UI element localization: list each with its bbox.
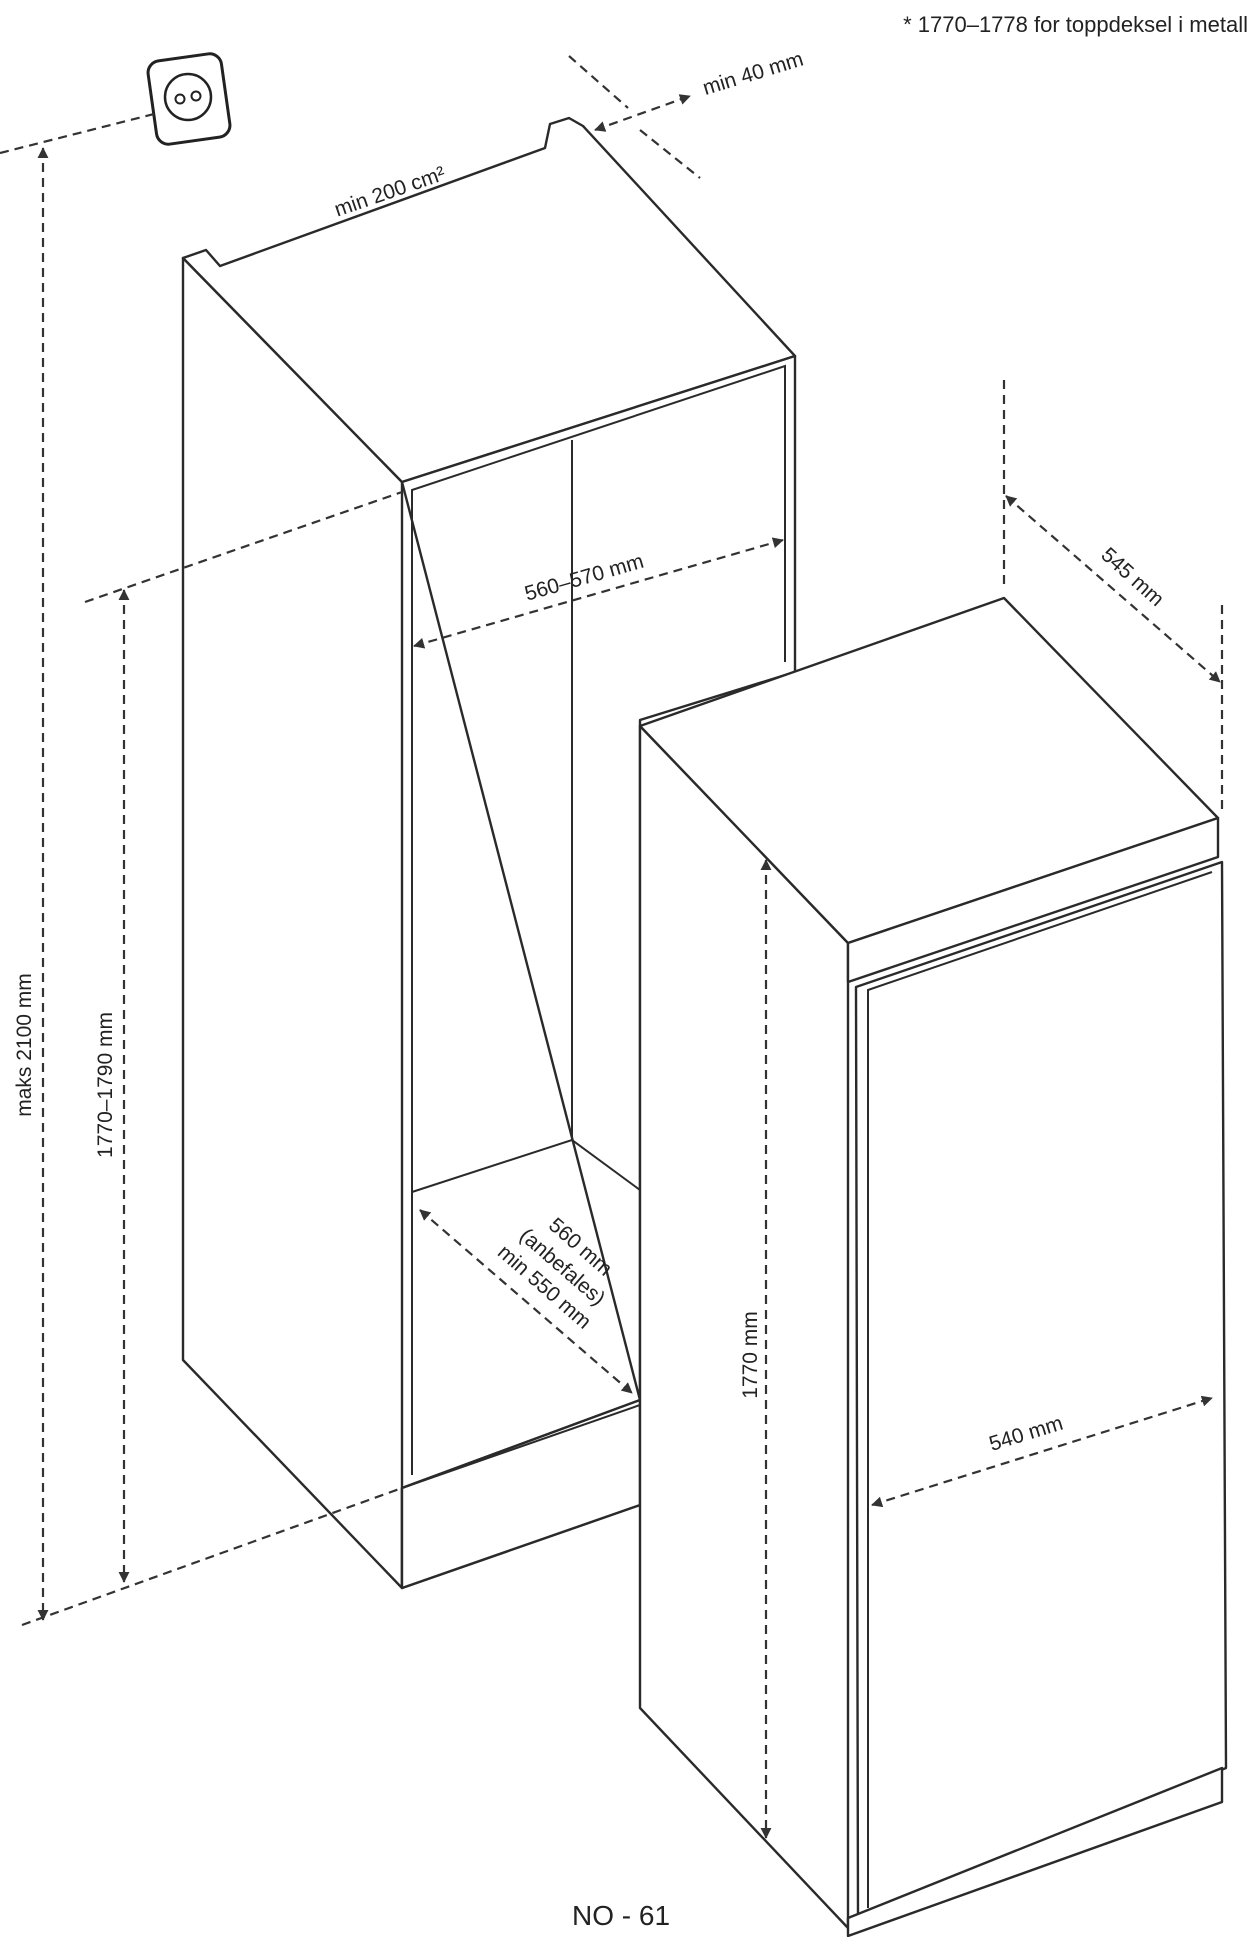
- appliance-base-strip: [846, 1766, 1224, 1937]
- niche-height-reference-top: [84, 490, 403, 604]
- plinth-top-edge: [401, 1404, 641, 1489]
- niche-floor: [411, 1138, 641, 1193]
- niche-depth-dimension: [419, 1209, 633, 1394]
- power-socket-icon: [146, 52, 232, 146]
- appliance: [638, 596, 1228, 1937]
- appliance-door: [854, 860, 1228, 1920]
- top-gap-label: min 40 mm: [700, 48, 806, 100]
- appliance-door-inner: [867, 871, 1213, 1908]
- appliance-height-label: 1770 mm: [739, 1311, 762, 1399]
- cabinet-plinth: [400, 1398, 642, 1590]
- appliance-depth-label: 545 mm: [1096, 543, 1168, 611]
- cabinet-left-face: [181, 256, 404, 1590]
- max-height-reference-top: [0, 111, 159, 155]
- cabinet-frame-inner: [411, 364, 786, 1475]
- niche-height-label: 1770–1790 mm: [94, 1012, 117, 1158]
- appliance-front-top-strip: [846, 816, 1220, 984]
- top-gap-extension-left: [568, 55, 629, 109]
- niche-width-dimension: [413, 537, 784, 649]
- metal-top-cover-note: * 1770–1778 for toppdeksel i metall: [903, 12, 1248, 37]
- page-number: NO - 61: [572, 1900, 670, 1931]
- floor-reference-line: [21, 1486, 403, 1627]
- max-height-label: maks 2100 mm: [13, 973, 36, 1117]
- top-gap-extension-right: [639, 129, 701, 179]
- top-gap-dimension: [594, 94, 691, 132]
- appliance-depth-dimension: [1005, 495, 1221, 683]
- cabinet-niche: [181, 116, 797, 1590]
